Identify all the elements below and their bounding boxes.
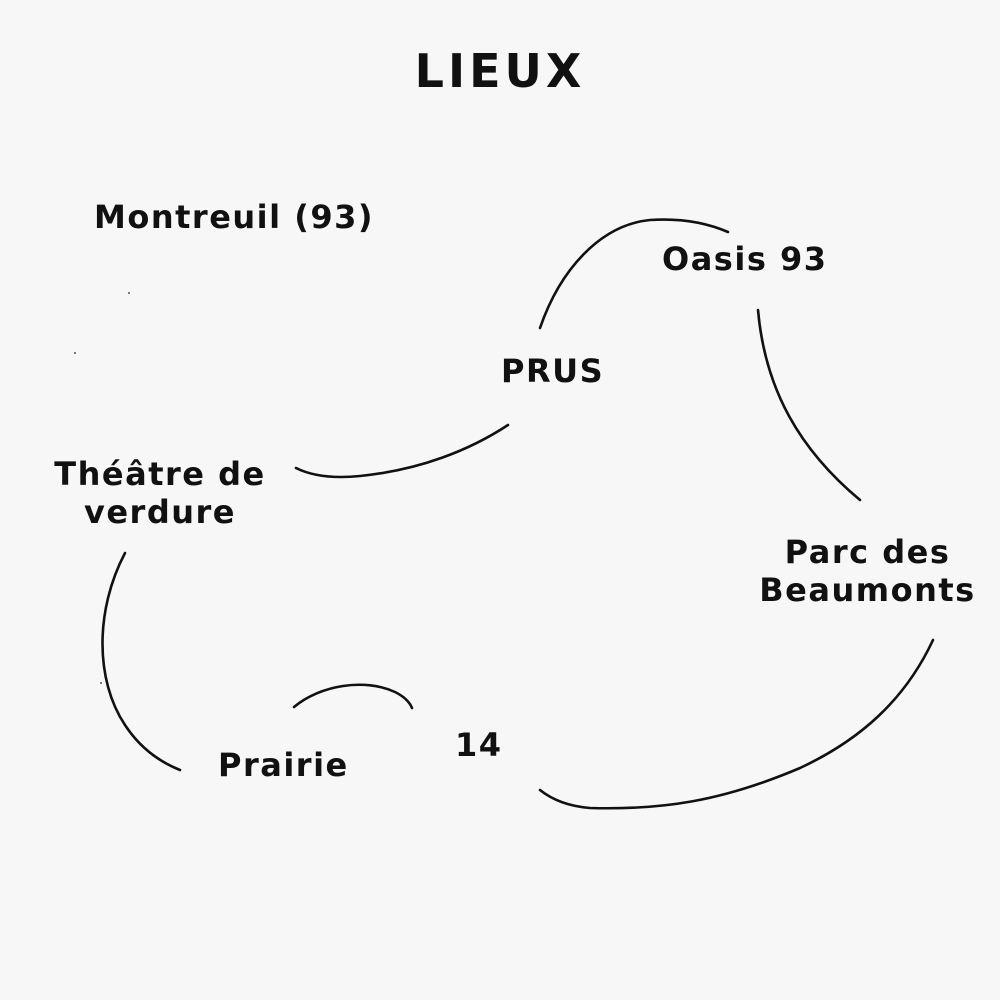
link-oasis-parc: [756, 308, 862, 502]
place-montreuil: Montreuil (93): [94, 198, 375, 236]
paper-speck: [100, 682, 102, 684]
place-oasis-93: Oasis 93: [662, 240, 828, 278]
place-prus: PRUS: [501, 352, 605, 390]
link-theatre-prairie: [101, 551, 182, 772]
place-theatre-line-1: Théâtre de: [54, 455, 266, 493]
paper-speck: [128, 292, 130, 294]
link-prairie-14: [292, 683, 414, 710]
place-parc-line-1: Parc des: [784, 533, 951, 571]
paper-speck: [74, 352, 76, 354]
link-parc-14: [538, 638, 935, 810]
place-prairie: Prairie: [218, 746, 349, 784]
place-14: 14: [455, 726, 503, 764]
page-title: LIEUX: [414, 44, 586, 98]
link-prus-oasis: [538, 218, 730, 330]
place-parc-line-2: Beaumonts: [759, 571, 976, 609]
place-theatre-de-verdure: Théâtre de verdure: [40, 455, 280, 531]
place-theatre-line-2: verdure: [83, 493, 236, 531]
place-parc-des-beaumonts: Parc des Beaumonts: [745, 533, 990, 609]
link-prus-theatre: [294, 423, 510, 479]
